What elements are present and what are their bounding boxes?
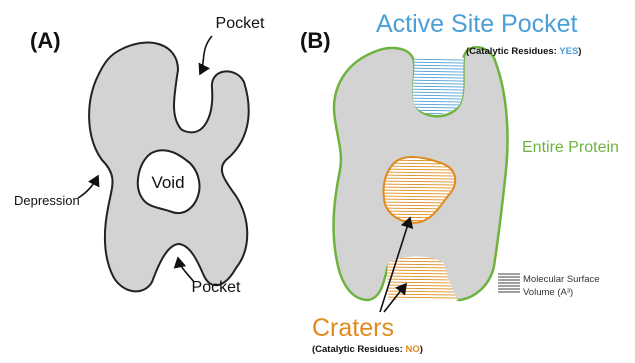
craters-note: (Catalytic Residues: NO) xyxy=(312,344,423,355)
legend-hatch-icon xyxy=(498,274,520,292)
active-site-note-value: YES xyxy=(559,46,578,57)
depression-label: Depression xyxy=(14,193,80,208)
craters-note-prefix: (Catalytic Residues: xyxy=(312,344,405,355)
panel-b-label: (B) xyxy=(300,28,331,53)
craters-title: Craters xyxy=(312,314,394,342)
active-site-title: Active Site Pocket xyxy=(376,10,578,38)
active-site-hatch-line xyxy=(404,56,470,57)
pocket-bottom-arrow xyxy=(178,258,194,282)
pocket-top-label: Pocket xyxy=(216,15,265,32)
panel-a-label: (A) xyxy=(30,28,61,53)
pocket-bottom-label: Pocket xyxy=(192,279,241,296)
legend-line2: Volume (A³) xyxy=(523,287,573,298)
craters-note-suffix: ) xyxy=(420,344,423,355)
panel-a: (A) Void Pocket Depression Pocket xyxy=(14,15,265,296)
legend: Molecular Surface Volume (A³) xyxy=(498,274,600,298)
active-site-note-prefix: (Catalytic Residues: xyxy=(466,46,559,57)
entire-protein-label: Entire Protein xyxy=(522,139,619,156)
active-site-note-suffix: ) xyxy=(578,46,581,57)
pocket-top-arrow xyxy=(200,36,212,74)
panel-b: (B) Active Site Pocket (Catalytic Residu… xyxy=(300,10,619,355)
craters-note-value: NO xyxy=(405,344,419,355)
depression-arrow xyxy=(78,176,98,198)
legend-line1: Molecular Surface xyxy=(523,274,600,285)
void-label: Void xyxy=(151,173,184,192)
active-site-note: (Catalytic Residues: YES) xyxy=(466,46,581,57)
crater-bottom-hatch-line xyxy=(380,303,465,304)
